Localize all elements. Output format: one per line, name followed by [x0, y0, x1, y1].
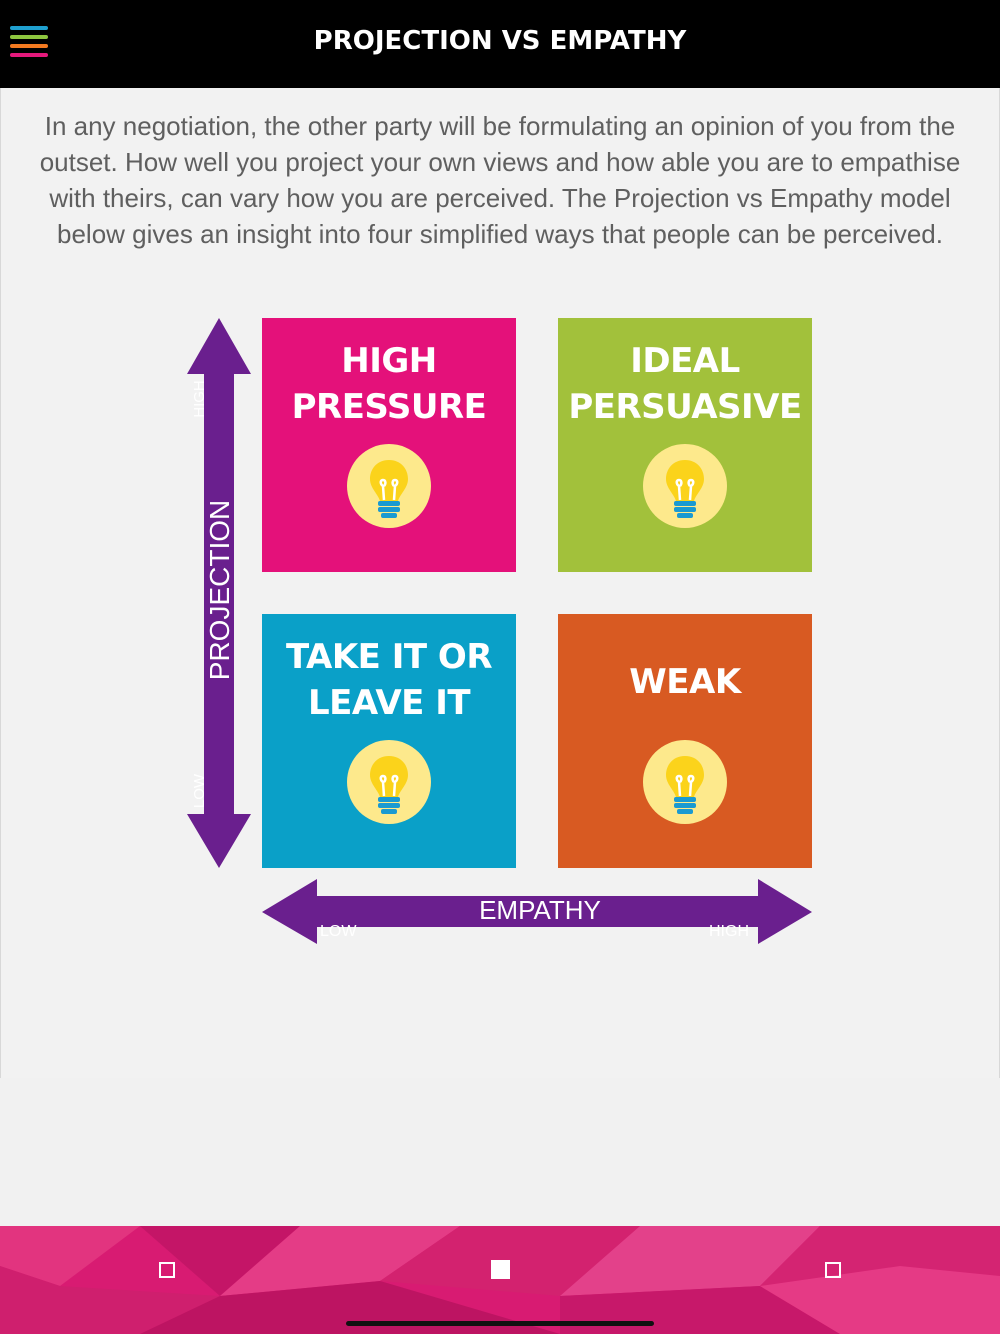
- quadrant-weak[interactable]: WEAK: [558, 614, 812, 868]
- quadrant-label-line1: HIGH: [341, 341, 437, 381]
- projection-axis-arrow: [187, 318, 251, 868]
- quadrant-label-line1: IDEAL: [630, 341, 740, 381]
- quadrant-label-line2: PERSUASIVE: [568, 387, 802, 427]
- page-indicator-dot-active[interactable]: [491, 1260, 510, 1279]
- empathy-axis-high-label: HIGH: [709, 923, 749, 940]
- empathy-axis-arrow: [262, 879, 812, 944]
- empathy-axis-label: EMPATHY: [479, 895, 601, 925]
- quadrant-ideal-persuasive[interactable]: IDEAL PERSUASIVE: [558, 318, 812, 572]
- quadrant-take-it-or-leave-it[interactable]: TAKE IT OR LEAVE IT: [262, 614, 516, 868]
- page-indicator-dot[interactable]: [825, 1262, 841, 1278]
- lightbulb-icon: [643, 444, 727, 528]
- projection-axis-low-label: LOW: [191, 773, 208, 809]
- quadrant-label-line1: TAKE IT OR: [285, 637, 493, 677]
- quadrant-label-line1: WEAK: [629, 662, 741, 702]
- top-bar: PROJECTION VS EMPATHY: [0, 0, 1000, 88]
- empathy-axis-low-label: LOW: [320, 923, 357, 940]
- hamburger-menu-icon[interactable]: [10, 24, 50, 64]
- quadrant-high-pressure[interactable]: HIGH PRESSURE: [262, 318, 516, 572]
- quadrant-label-line2: LEAVE IT: [307, 683, 471, 723]
- intro-paragraph: In any negotiation, the other party will…: [39, 111, 961, 249]
- projection-axis-label: PROJECTION: [204, 499, 235, 681]
- home-indicator[interactable]: [346, 1321, 654, 1326]
- quadrant-label-line2: PRESSURE: [291, 387, 487, 427]
- geometric-pattern-background: [0, 1226, 1000, 1334]
- page-title: PROJECTION VS EMPATHY: [313, 26, 687, 56]
- lightbulb-icon: [347, 444, 431, 528]
- lightbulb-icon: [643, 740, 727, 824]
- bottom-pager-bar: [0, 1226, 1000, 1334]
- lightbulb-icon: [347, 740, 431, 824]
- projection-axis-high-label: HIGH: [191, 380, 208, 418]
- page-indicator-dot[interactable]: [159, 1262, 175, 1278]
